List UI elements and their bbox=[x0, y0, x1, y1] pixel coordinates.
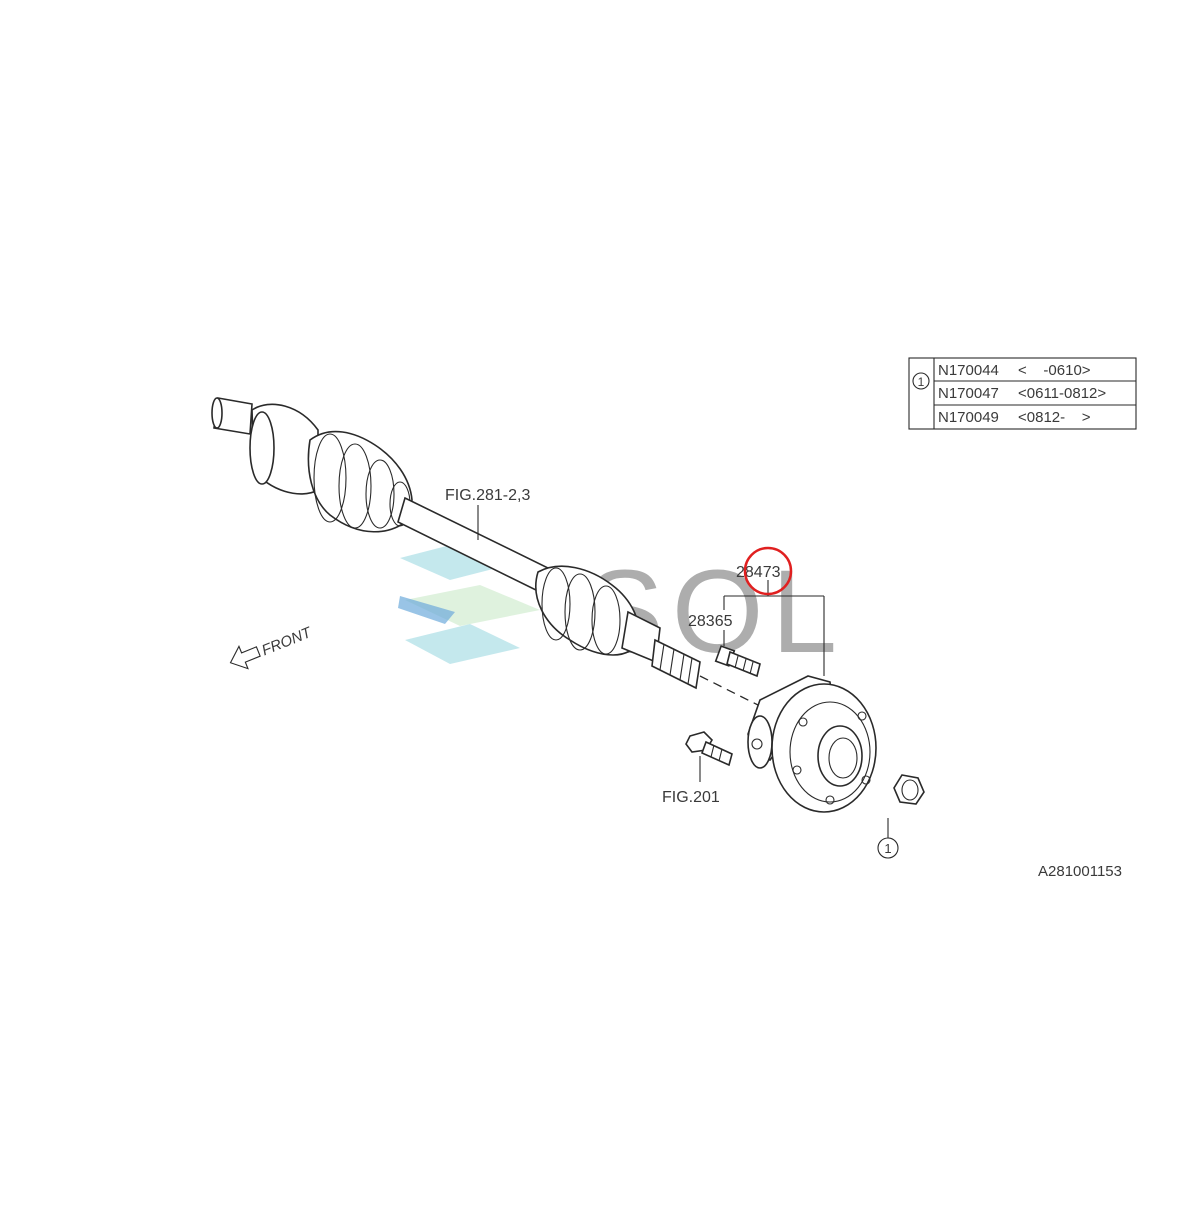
legend-marker-circle bbox=[912, 372, 930, 390]
outer-boot-rib-3 bbox=[591, 585, 621, 655]
hub-bolt-thread-3 bbox=[749, 661, 754, 675]
callout-circle-nut bbox=[877, 837, 899, 859]
hub-flange-inner bbox=[789, 701, 871, 803]
hub-stud-hole-3 bbox=[792, 765, 802, 775]
inner-boot-rib-3 bbox=[365, 459, 395, 529]
hub-center-bore-inner bbox=[828, 737, 858, 779]
front-label: FRONT bbox=[259, 623, 315, 659]
diagram-id: A281001153 bbox=[1038, 863, 1122, 880]
part-number-hub: 28473 bbox=[736, 564, 781, 581]
fig-bolt-label: FIG.201 bbox=[662, 789, 720, 806]
highlight-circle bbox=[743, 546, 793, 596]
spline-line-3 bbox=[679, 653, 685, 681]
inner-joint-face bbox=[249, 411, 275, 485]
part-number-bolt: 28365 bbox=[688, 613, 733, 630]
legend-code-1: N170044 bbox=[938, 362, 999, 379]
knuckle-bolt-shank bbox=[700, 740, 733, 767]
inner-spline-end bbox=[211, 397, 223, 429]
legend-range-3: <0812- > bbox=[1018, 409, 1091, 426]
legend-table: 1 N170044 < -0610> N170047 <0611-0812> N… bbox=[908, 357, 1137, 430]
hub-stud-hole-5 bbox=[861, 775, 871, 785]
watermark-stripe-blue bbox=[398, 596, 455, 624]
part-bracket bbox=[723, 580, 825, 676]
spline-line-4 bbox=[687, 657, 693, 685]
hub-bolt-shank bbox=[726, 650, 761, 678]
spline-line-1 bbox=[659, 643, 665, 671]
spline-line-2 bbox=[669, 648, 675, 676]
legend-code-3: N170049 bbox=[938, 409, 999, 426]
inner-boot-rib-2 bbox=[338, 443, 372, 529]
legend-code-2: N170047 bbox=[938, 385, 999, 402]
hub-mount-face bbox=[747, 715, 773, 769]
axle-nut: 1 bbox=[877, 774, 925, 859]
hub-mount-hole bbox=[751, 738, 763, 750]
drive-shaft-assembly bbox=[211, 397, 701, 690]
hub-assembly bbox=[747, 675, 877, 813]
outer-spline bbox=[651, 638, 701, 690]
outer-boot-rib-2 bbox=[564, 573, 596, 651]
callout-number-nut: 1 bbox=[884, 841, 891, 856]
knuckle-bolt bbox=[685, 731, 733, 782]
front-direction-indicator: FRONT bbox=[229, 623, 315, 670]
watermark-stripe-bottom bbox=[405, 624, 520, 664]
outer-boot-rib-1 bbox=[541, 567, 571, 641]
knuckle-bolt-thread-1 bbox=[710, 744, 715, 758]
legend-marker: 1 bbox=[918, 375, 925, 389]
front-arrow-icon bbox=[229, 645, 261, 670]
legend-border bbox=[908, 357, 1137, 430]
axle-bar bbox=[397, 496, 549, 594]
legend-range-1: < -0610> bbox=[1018, 362, 1091, 379]
hub-bolt-thread-2 bbox=[742, 658, 747, 672]
knuckle-bolt-thread-2 bbox=[718, 748, 723, 762]
hub-bolt-thread-1 bbox=[734, 655, 739, 669]
hub-stud-hole-1 bbox=[798, 717, 808, 727]
hub-bolt bbox=[714, 645, 761, 678]
inner-boot-rib-1 bbox=[313, 433, 347, 523]
fig-shaft-label: FIG.281-2,3 bbox=[445, 487, 530, 504]
legend-range-2: <0611-0812> bbox=[1018, 385, 1106, 402]
axle-nut-bore bbox=[901, 779, 919, 801]
hub-stud-hole-2 bbox=[857, 711, 867, 721]
hub-stud-hole-4 bbox=[825, 795, 835, 805]
